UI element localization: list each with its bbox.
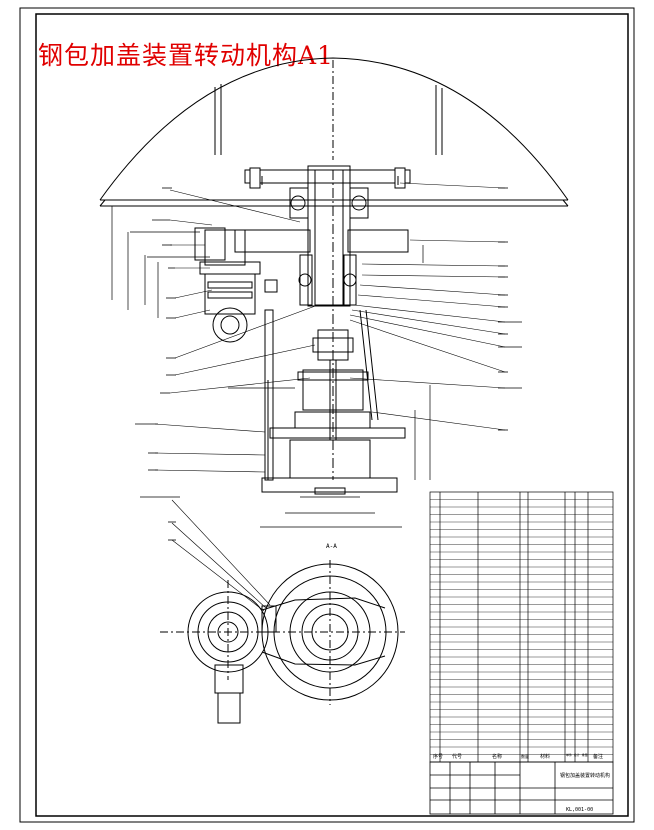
outer-border	[19, 7, 635, 823]
bom-header-remark: 备注	[593, 753, 603, 760]
bom-header-name: 名称	[492, 753, 502, 760]
bom-header-qty: 数量	[521, 753, 529, 759]
balloon-labels	[135, 187, 522, 541]
bearing-housing	[194, 187, 409, 306]
hood-cover	[99, 57, 569, 480]
title-block-drawing-number: KL,001-00	[566, 807, 593, 813]
coupling	[297, 329, 369, 440]
bom-header-code: 代号	[452, 753, 462, 760]
plan-view	[160, 560, 405, 724]
bom-header-seq: 序号	[433, 753, 443, 760]
dimension-lines	[111, 206, 431, 528]
bom-header-material: 材料	[540, 753, 550, 760]
top-flange	[244, 165, 411, 307]
title-block-assembly: 钢包加盖装置转动机构	[560, 772, 610, 779]
leader-lines	[154, 182, 506, 612]
drawing-title: 钢包加盖装置转动机构A1	[38, 41, 334, 70]
title-block	[429, 761, 614, 815]
section-view-label: A-A	[326, 543, 337, 550]
inner-border	[35, 13, 629, 817]
bom-rows	[430, 499, 613, 755]
bom-header-weight: 单件 总计 重量	[566, 752, 588, 757]
support-frame	[261, 309, 406, 495]
